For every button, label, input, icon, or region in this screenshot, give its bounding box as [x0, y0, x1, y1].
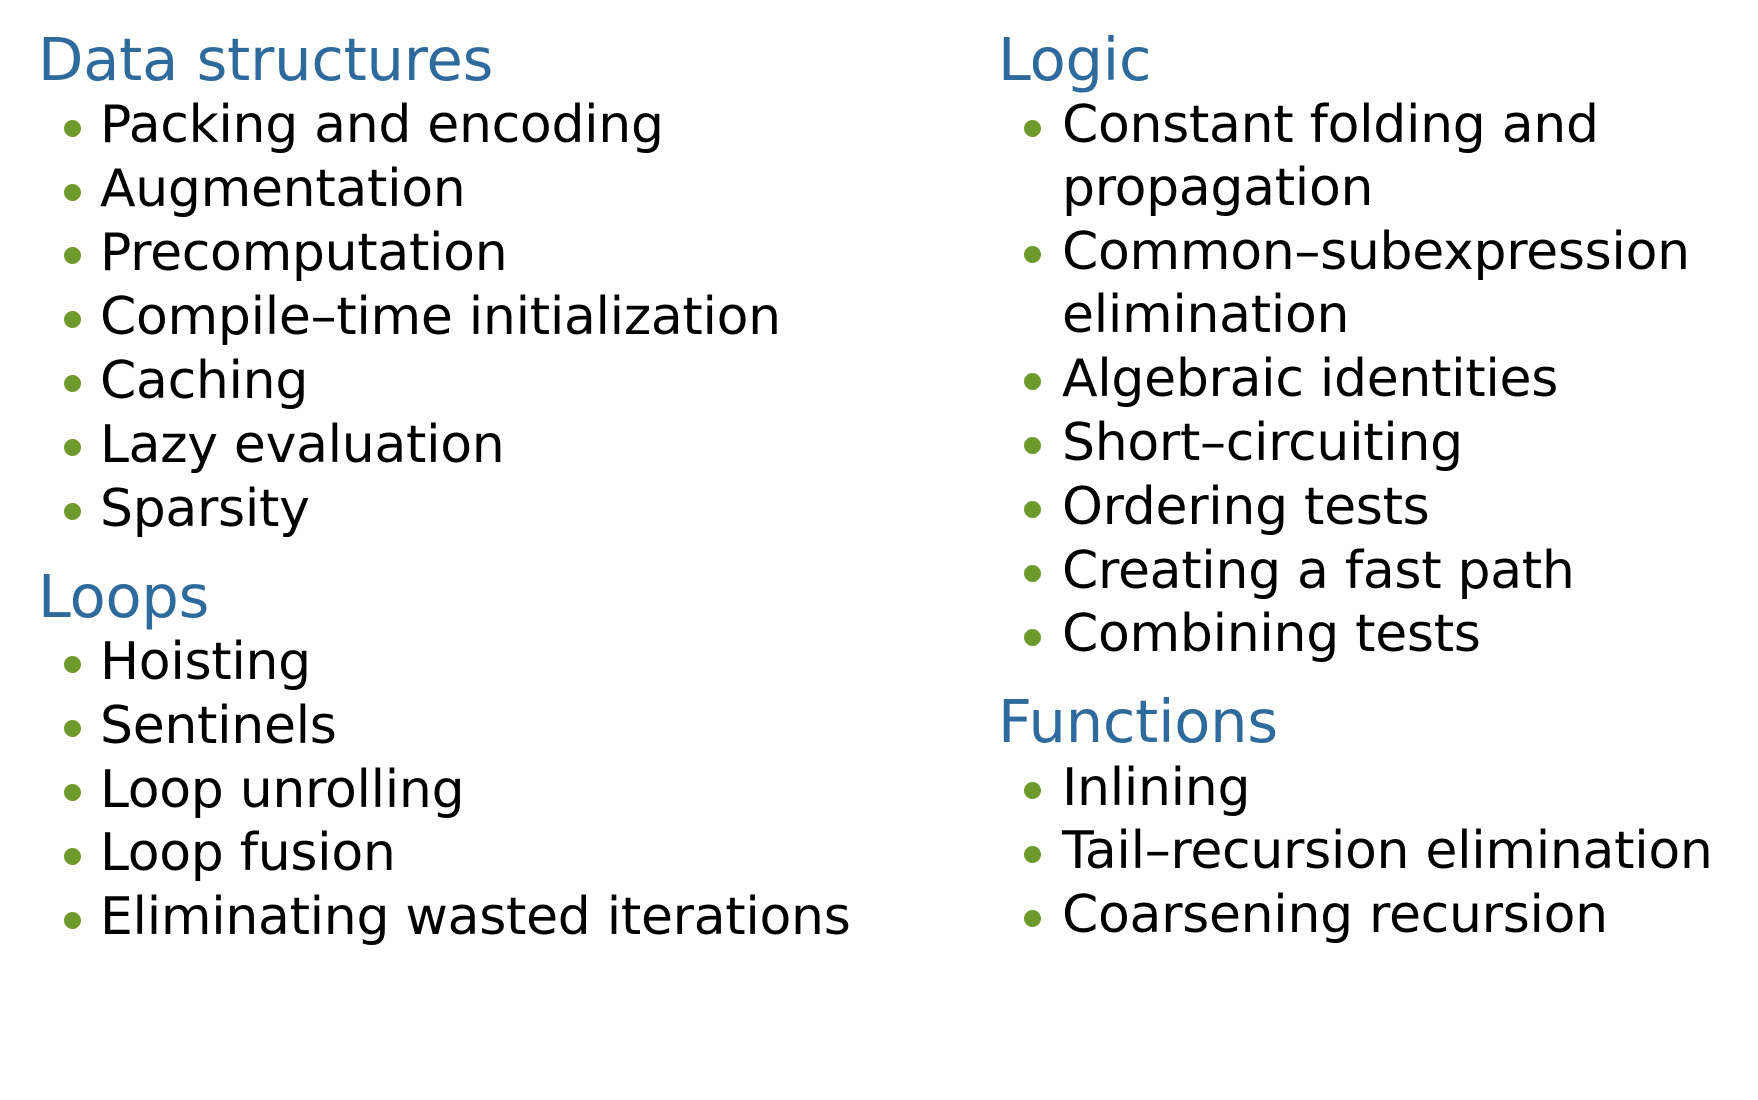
list-item: Inlining [998, 757, 1758, 820]
left-column: Data structures Packing and encoding Aug… [0, 0, 870, 950]
list-item-label: Compile–time initialization [100, 286, 781, 347]
list-item: Ordering tests [998, 476, 1758, 539]
list-item-label: Algebraic identities [1062, 348, 1558, 409]
list-item: Eliminating wasted iterations [38, 886, 870, 949]
bullet-dot-icon [64, 656, 81, 674]
bullet-dot-icon [64, 311, 81, 329]
bullet-dot-icon [1024, 437, 1041, 455]
list-item-label: Precomputation [100, 222, 508, 283]
list-item-label: Combining tests [1062, 604, 1481, 665]
list-item-label: Augmentation [100, 159, 466, 220]
list-item-label: Loop fusion [100, 823, 396, 884]
bullet-list-logic: Constant folding and propagation Common–… [998, 94, 1758, 666]
list-item: Tail–recursion elimination [998, 820, 1758, 883]
list-item: Lazy evaluation [38, 414, 870, 477]
section-functions: Functions Inlining Tail–recursion elimin… [998, 692, 1758, 947]
list-item-label: Lazy evaluation [100, 414, 505, 475]
list-item: Hoisting [38, 631, 870, 694]
list-item-label: Eliminating wasted iterations [100, 887, 851, 948]
bullet-dot-icon [1024, 246, 1041, 264]
list-item: Short–circuiting [998, 412, 1758, 475]
bullet-dot-icon [64, 183, 81, 201]
list-item: Sparsity [38, 478, 870, 541]
bullet-dot-icon [1024, 501, 1041, 519]
list-item-label: Inlining [1062, 757, 1251, 818]
list-item-label: Hoisting [100, 631, 311, 692]
bullet-dot-icon [64, 247, 81, 265]
section-loops: Loops Hoisting Sentinels Loop unrolling [38, 561, 870, 950]
list-item: Sentinels [38, 695, 870, 758]
list-item: Packing and encoding [38, 94, 870, 157]
bullet-dot-icon [1024, 373, 1041, 391]
list-item: Loop unrolling [38, 759, 870, 822]
bullet-dot-icon [1024, 781, 1041, 799]
list-item-label: Common–subexpression elimination [1062, 221, 1690, 345]
list-item-label: Sentinels [100, 695, 337, 756]
list-item: Algebraic identities [998, 348, 1758, 411]
list-item: Loop fusion [38, 822, 870, 885]
section-heading-functions: Functions [998, 687, 1278, 757]
bullet-list-functions: Inlining Tail–recursion elimination Coar… [998, 757, 1758, 948]
list-item: Creating a fast path [998, 540, 1758, 603]
list-item: Combining tests [998, 603, 1758, 666]
right-column: Logic Constant folding and propagation C… [870, 0, 1758, 948]
list-item-label: Ordering tests [1062, 476, 1430, 537]
list-item-label: Short–circuiting [1062, 412, 1463, 473]
section-data-structures: Data structures Packing and encoding Aug… [38, 25, 870, 541]
list-item-label: Tail–recursion elimination [1062, 821, 1713, 882]
list-item-label: Sparsity [100, 478, 310, 539]
list-item-label: Creating a fast path [1062, 540, 1575, 601]
bullet-dot-icon [1024, 909, 1041, 927]
section-heading-logic: Logic [998, 25, 1152, 94]
bullet-dot-icon [64, 439, 81, 457]
list-item: Coarsening recursion [998, 884, 1758, 947]
bullet-dot-icon [1024, 119, 1041, 137]
list-item: Caching [38, 350, 870, 413]
list-item: Compile–time initialization [38, 286, 870, 349]
bullet-dot-icon [64, 783, 81, 801]
bullet-dot-icon [1024, 628, 1041, 646]
list-item-label: Constant folding and propagation [1062, 95, 1599, 219]
list-item-label: Caching [100, 350, 309, 411]
bullet-dot-icon [64, 911, 81, 929]
bullet-dot-icon [64, 720, 81, 738]
list-item-label: Packing and encoding [100, 95, 664, 156]
list-item: Precomputation [38, 222, 870, 285]
bullet-dot-icon [64, 119, 81, 137]
list-item: Augmentation [38, 158, 870, 221]
section-heading-loops: Loops [38, 561, 210, 631]
list-item-label: Loop unrolling [100, 759, 465, 820]
bullet-dot-icon [1024, 845, 1041, 863]
list-item: Constant folding and propagation [998, 94, 1758, 220]
section-logic: Logic Constant folding and propagation C… [998, 25, 1758, 666]
list-item-label: Coarsening recursion [1062, 885, 1608, 946]
bullet-list-loops: Hoisting Sentinels Loop unrolling Loop f… [38, 631, 870, 950]
bullet-dot-icon [1024, 564, 1041, 582]
bullet-dot-icon [64, 847, 81, 865]
list-item: Common–subexpression elimination [998, 221, 1758, 347]
bullet-dot-icon [64, 503, 81, 521]
bullet-dot-icon [64, 375, 81, 393]
section-heading-data-structures: Data structures [38, 25, 494, 94]
bullet-list-data-structures: Packing and encoding Augmentation Precom… [38, 94, 870, 540]
